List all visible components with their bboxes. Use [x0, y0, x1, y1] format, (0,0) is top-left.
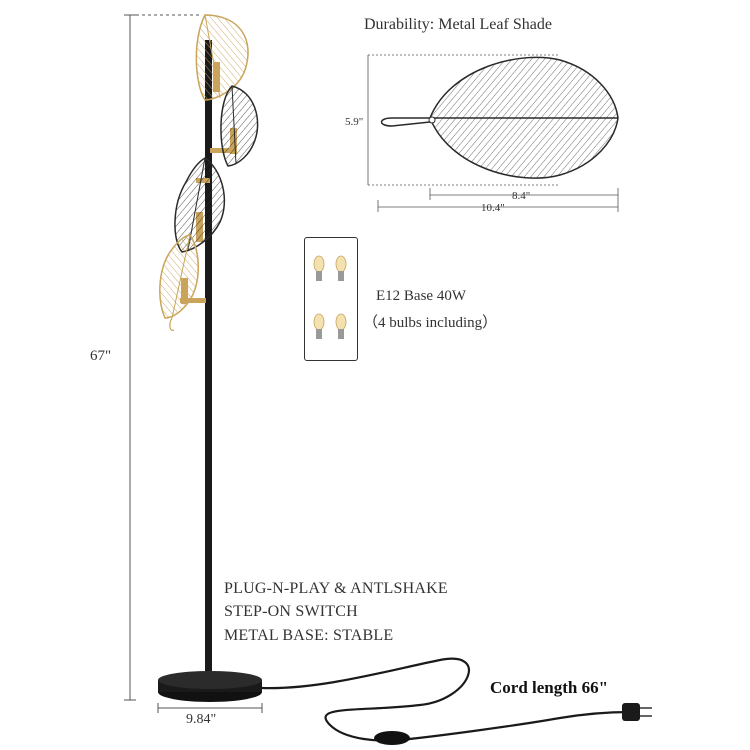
shade-total-length-label: 10.4" — [481, 202, 505, 214]
height-dimension-line — [124, 14, 200, 701]
base-width-label: 9.84" — [186, 712, 217, 727]
feature-line: STEP-ON SWITCH — [224, 603, 358, 620]
leaf-dimension-lines — [367, 54, 619, 212]
base-width-dimension-line — [157, 703, 263, 713]
bulb-icon — [313, 255, 325, 281]
leaf-shade-top — [195, 14, 249, 101]
bulb-icon — [335, 255, 347, 281]
leaf-detail-diagram — [380, 56, 619, 179]
bulb-icon — [335, 313, 347, 339]
shade-inner-length-label: 8.4" — [512, 190, 531, 202]
plug — [622, 703, 652, 721]
bulb-count-note: （4 bulbs including） — [363, 315, 498, 331]
power-cord — [261, 657, 631, 742]
leaf-shade-second — [220, 85, 259, 167]
bulb-spec: E12 Base 40W — [376, 288, 466, 304]
leaf-shade-bottom — [159, 234, 199, 331]
feature-line: PLUG-N-PLAY & ANTLSHAKE — [224, 580, 448, 597]
cord-length-label: Cord length 66" — [490, 678, 609, 697]
height-label: 67" — [90, 348, 112, 364]
durability-title: Durability: Metal Leaf Shade — [364, 16, 552, 33]
lamp-base — [158, 671, 262, 702]
step-switch — [374, 731, 410, 745]
lamp-pole — [205, 40, 212, 688]
shade-height-label: 5.9" — [345, 116, 364, 128]
bulb-box — [304, 237, 358, 361]
feature-line: METAL BASE: STABLE — [224, 627, 394, 644]
bulbs-illustration — [313, 255, 347, 339]
bulb-icon — [313, 313, 325, 339]
